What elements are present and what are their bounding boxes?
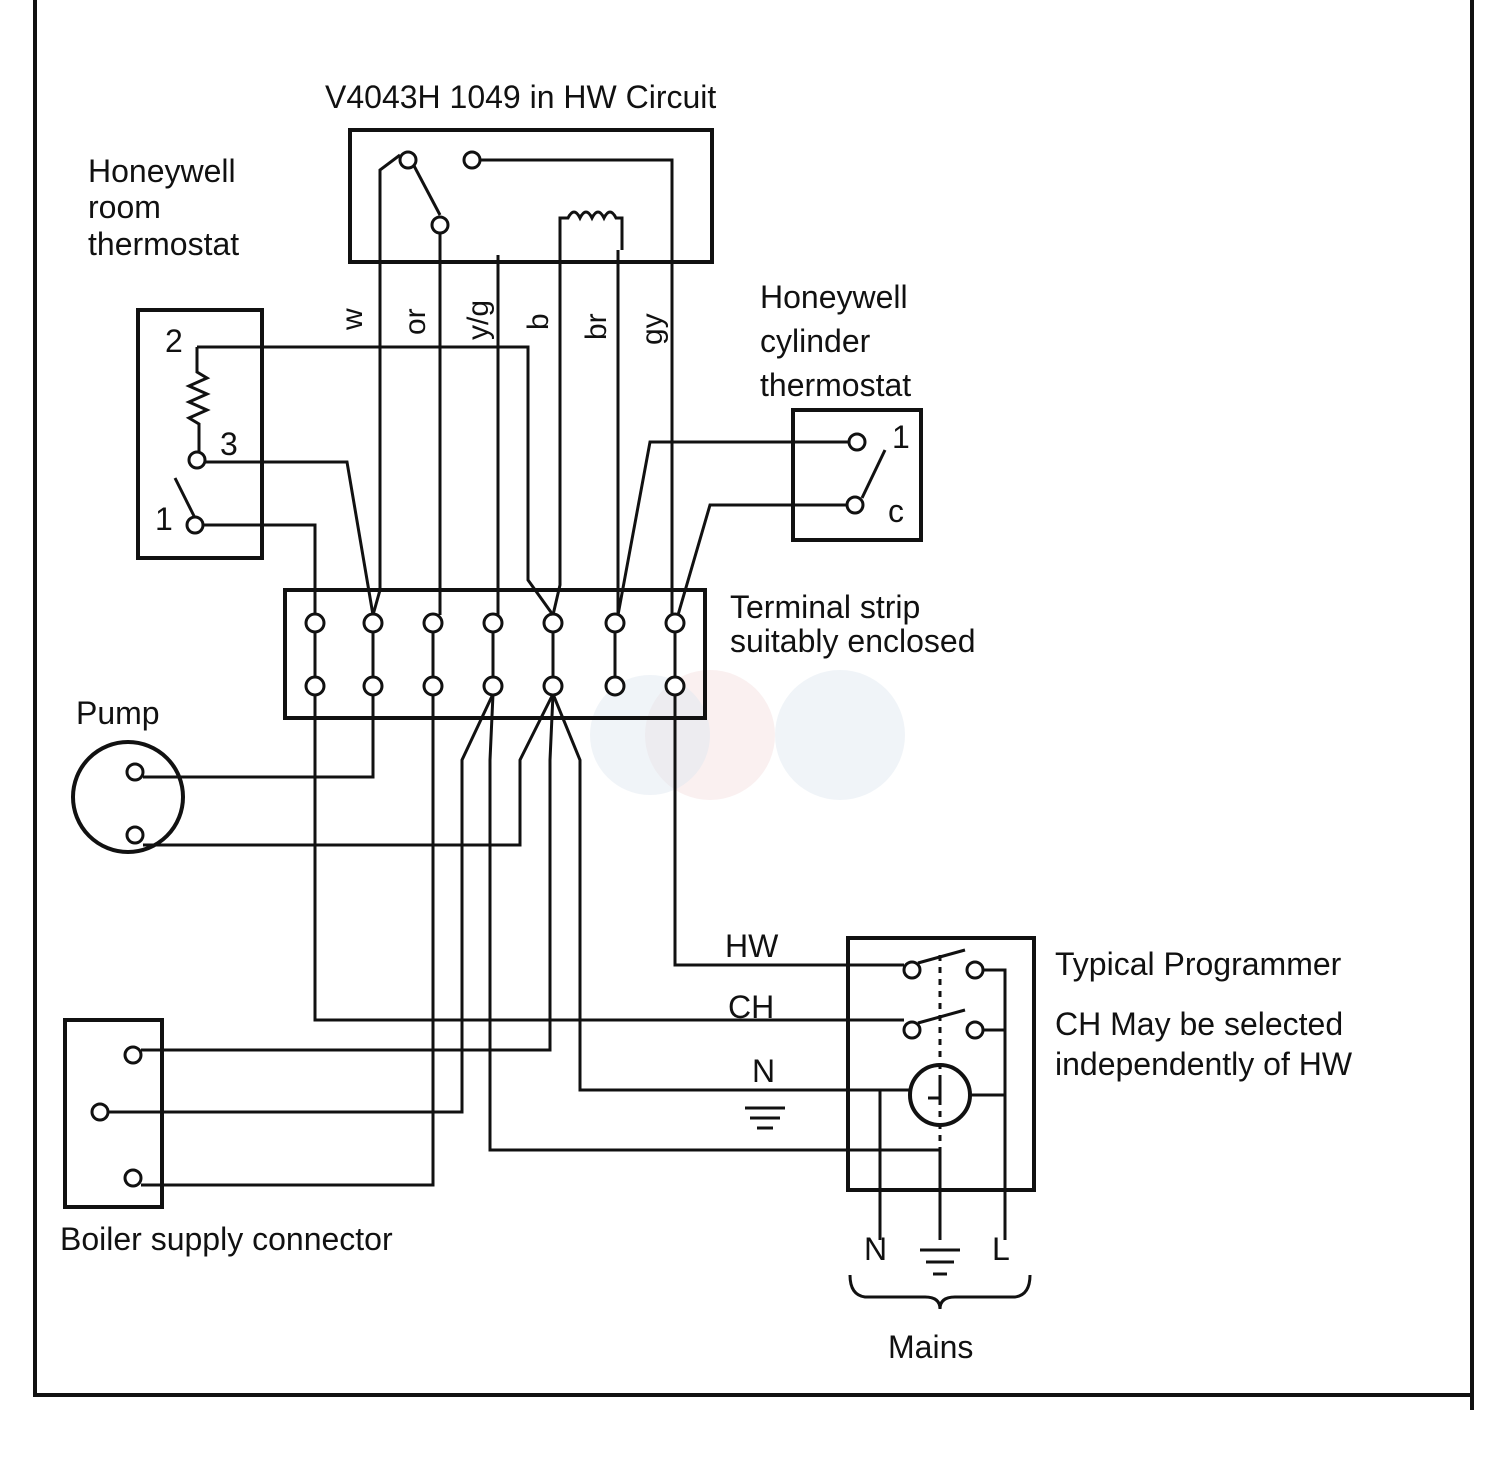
room-stat-switch-icon <box>173 477 197 519</box>
terminal <box>422 612 444 634</box>
cylinder-stat-label: thermostat <box>760 367 911 403</box>
input-label: CH <box>728 989 774 1025</box>
room-stat-label: thermostat <box>88 226 239 262</box>
wire-label: br <box>580 313 613 340</box>
room-thermostat-box <box>136 308 264 560</box>
terminal <box>482 675 504 697</box>
programmer-label: CH May be selected <box>1055 1006 1343 1042</box>
boiler-label: Boiler supply connector <box>60 1221 393 1257</box>
terminal-label: 1 <box>892 419 910 455</box>
input-label: HW <box>725 928 779 964</box>
wires <box>108 153 1032 1310</box>
mains-terminal-label: L <box>992 1231 1010 1267</box>
watermark <box>590 670 905 800</box>
earth-icon <box>745 1106 785 1130</box>
pump-label: Pump <box>76 695 160 731</box>
terminal <box>362 612 384 634</box>
mains-terminal-label: N <box>864 1231 887 1267</box>
terminal <box>482 612 504 634</box>
terminal <box>422 675 444 697</box>
valve-title: V4043H 1049 in HW Circuit <box>325 79 716 115</box>
terminal <box>604 675 626 697</box>
terminal-label: 3 <box>220 426 238 462</box>
wire-label: or <box>399 308 432 335</box>
terminal <box>304 612 326 634</box>
programmer-label: independently of HW <box>1055 1046 1353 1082</box>
wire-colour-labels: w or y/g b br gy <box>336 300 669 345</box>
mains-label: Mains <box>888 1329 973 1365</box>
wire-label: w <box>336 308 369 331</box>
cylinder-stat-label: Honeywell <box>760 279 908 315</box>
wire-label: y/g <box>462 300 495 340</box>
terminal <box>542 675 564 697</box>
terminal <box>664 612 686 634</box>
valve-switch-icon <box>410 161 442 216</box>
valve-coil-icon <box>558 210 624 250</box>
terminal-strip-label: Terminal strip <box>730 589 920 625</box>
pump-circle <box>71 740 185 854</box>
wire-label: b <box>522 313 555 330</box>
valve-box <box>348 128 714 264</box>
terminal-strip-box <box>283 588 707 720</box>
cylinder-thermostat-box <box>791 408 923 542</box>
input-label: N <box>752 1053 775 1089</box>
mains-earth-icon <box>920 1248 960 1276</box>
frame <box>33 0 1474 1410</box>
wire-label: gy <box>636 313 669 345</box>
terminal <box>604 612 626 634</box>
terminal-strip-terminals <box>304 612 686 697</box>
mains-brace <box>848 1274 1032 1310</box>
terminal <box>664 675 686 697</box>
terminal <box>362 675 384 697</box>
terminal-label: 2 <box>165 323 183 359</box>
cylinder-stat-switch-icon <box>860 449 887 499</box>
room-stat-heater-icon <box>185 347 211 460</box>
room-stat-label: Honeywell <box>88 153 236 189</box>
terminal-strip-label: suitably enclosed <box>730 623 975 659</box>
cylinder-stat-label: cylinder <box>760 323 871 359</box>
programmer-label: Typical Programmer <box>1055 946 1342 982</box>
terminal-label: 1 <box>155 501 173 537</box>
room-stat-label: room <box>88 189 161 225</box>
terminal <box>542 612 564 634</box>
terminal-label: c <box>888 493 904 529</box>
terminal <box>304 675 326 697</box>
